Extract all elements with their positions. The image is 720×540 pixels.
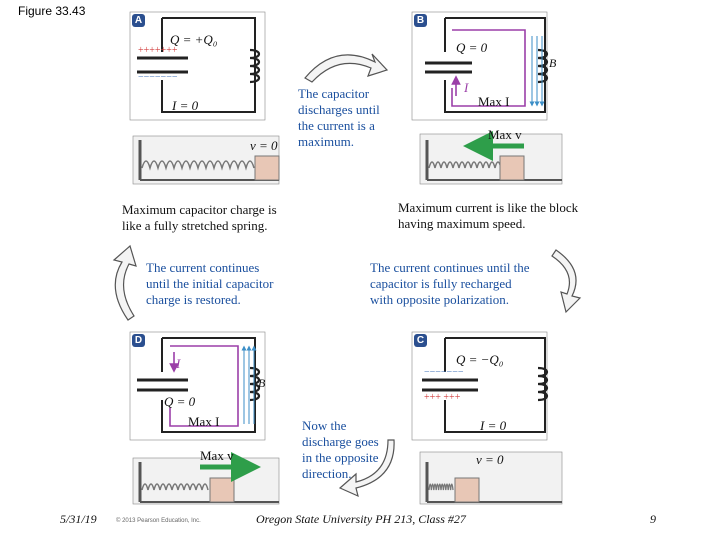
charge-label-c: Q = −Q₀ xyxy=(456,352,504,367)
circuit-b xyxy=(411,11,549,121)
current-label-a: I = 0 xyxy=(172,98,199,113)
cycle-arrow-b-to-c xyxy=(551,249,582,314)
positive-plate-a: +++++++ xyxy=(138,45,178,56)
velocity-label-c: v = 0 xyxy=(476,452,504,467)
circuit-a xyxy=(129,11,266,121)
circuit-d xyxy=(129,331,266,441)
annotation-a-to-b: The capacitor discharges until the curre… xyxy=(298,86,380,149)
current-label-c: I = 0 xyxy=(480,418,507,433)
annotation-max-charge: Maximum capacitor charge is like a fully… xyxy=(122,202,277,233)
annotation-d-to-a: The current continues until the initial … xyxy=(146,260,274,307)
annotation-max-current: Maximum current is like the block having… xyxy=(398,200,579,231)
footer-copyright: © 2013 Pearson Education, Inc. xyxy=(116,518,201,524)
velocity-label-a: v = 0 xyxy=(250,138,278,153)
velocity-label-d: Max v xyxy=(200,448,234,463)
current-label-d: I xyxy=(176,356,181,371)
negative-plate-a: −−−−−−− xyxy=(138,72,178,83)
max-current-label-d: Max I xyxy=(188,414,220,429)
cycle-arrow-d-to-a xyxy=(112,244,137,321)
footer-date: 5/31/19 xyxy=(60,512,97,526)
annotation-b-to-c: The current continues until the capacito… xyxy=(370,260,530,307)
spring-system-c xyxy=(419,451,563,505)
spring-system-b xyxy=(419,131,563,185)
panel-badge-c: C xyxy=(414,334,427,347)
panel-badge-a: A xyxy=(132,14,145,27)
cycle-arrow-a-to-b xyxy=(304,53,389,83)
spring-system-a xyxy=(132,135,280,185)
current-label-b: I xyxy=(464,80,469,95)
circuit-c xyxy=(411,331,549,441)
positive-plate-c: +++ +++ xyxy=(424,392,461,403)
panel-badge-d: D xyxy=(132,334,145,347)
cycle-arrow-c-to-d xyxy=(338,439,395,498)
footer-course: Oregon State University PH 213, Class #2… xyxy=(256,512,466,526)
panel-badge-b: B xyxy=(414,14,427,27)
charge-label-a: Q = +Q₀ xyxy=(170,32,218,47)
velocity-label-b: Max v xyxy=(488,127,522,142)
charge-label-b: Q = 0 xyxy=(456,40,488,55)
field-label-b: B⃗ xyxy=(549,56,566,70)
annotation-c-to-d: Now the discharge goes in the opposite d… xyxy=(302,418,379,481)
spring-system-d xyxy=(132,452,280,505)
footer-page-number: 9 xyxy=(650,512,656,526)
negative-plate-c: −−−−−−− xyxy=(424,367,464,378)
figure-title: Figure 33.43 xyxy=(18,4,86,18)
charge-label-d: Q = 0 xyxy=(164,394,196,409)
max-current-label-b: Max I xyxy=(478,94,510,109)
field-label-d: B⃗ xyxy=(258,376,275,390)
